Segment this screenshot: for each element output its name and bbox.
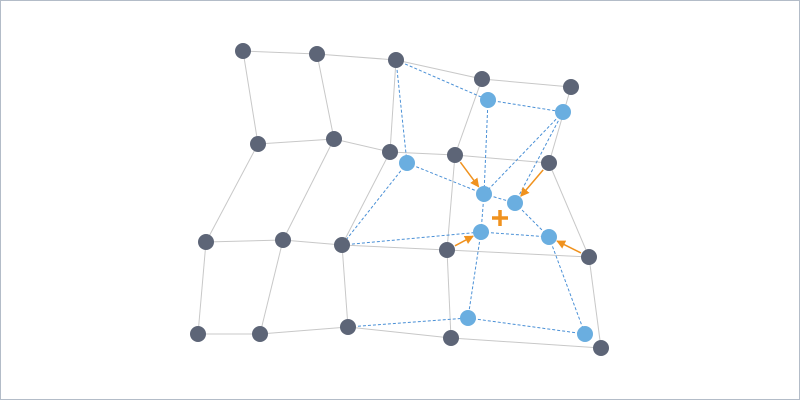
- original-edge: [454, 78, 483, 156]
- original-node-r3c1: [252, 326, 268, 342]
- deformed-node-d0c3: [480, 92, 496, 108]
- deformed-edge: [467, 317, 586, 335]
- original-node-r1c3: [447, 147, 463, 163]
- original-edge: [446, 154, 456, 251]
- original-edge: [454, 154, 550, 164]
- deformed-edge: [341, 231, 482, 246]
- original-node-r1c0: [250, 136, 266, 152]
- original-edge: [282, 138, 335, 241]
- original-mesh-nodes: [190, 43, 609, 356]
- deformed-node-d3c4: [577, 326, 593, 342]
- original-node-r2c3: [439, 242, 455, 258]
- original-edge: [282, 239, 343, 246]
- deformed-mesh-nodes: [399, 92, 593, 342]
- original-edge: [242, 50, 318, 55]
- original-edge: [450, 337, 602, 349]
- deformed-edge: [483, 99, 489, 195]
- original-node-r2c1: [275, 232, 291, 248]
- original-edge: [341, 244, 448, 251]
- original-edge: [347, 326, 452, 339]
- deformed-edge: [467, 231, 482, 319]
- deformed-edge: [395, 59, 489, 101]
- original-edge: [259, 326, 349, 335]
- displacement-arrow: [459, 161, 480, 188]
- deformed-edge: [487, 99, 564, 113]
- deformed-node-d0c4: [555, 104, 571, 120]
- original-edge: [316, 53, 397, 61]
- deformed-edge: [395, 59, 408, 164]
- original-edge: [395, 59, 483, 80]
- original-edge: [548, 162, 590, 258]
- deformed-edge: [347, 317, 469, 328]
- original-node-r0c0: [235, 43, 251, 59]
- deformed-node-d2c4: [541, 229, 557, 245]
- original-node-r2c4: [581, 249, 597, 265]
- displacement-arrow: [454, 235, 474, 247]
- deformed-edge: [480, 231, 550, 238]
- original-edge: [259, 239, 284, 335]
- original-node-r1c2: [382, 144, 398, 160]
- original-node-r0c3: [474, 71, 490, 87]
- original-edge: [205, 239, 284, 243]
- original-edge: [197, 241, 207, 335]
- original-edge: [481, 78, 572, 88]
- original-node-r0c1: [309, 46, 325, 62]
- original-node-r0c2: [388, 52, 404, 68]
- deformed-edge: [548, 236, 586, 335]
- plus-icon: [492, 210, 508, 226]
- center-marker: [492, 210, 508, 226]
- original-mesh-edges: [197, 50, 602, 349]
- original-edge: [341, 244, 349, 328]
- original-edge: [242, 50, 259, 145]
- original-node-r3c2: [340, 319, 356, 335]
- deformed-node-d1c3: [476, 186, 492, 202]
- deformed-node-d1c4: [507, 195, 523, 211]
- deformed-edge: [341, 162, 408, 246]
- displacement-arrow: [556, 240, 582, 254]
- deformed-node-d3c3: [460, 310, 476, 326]
- original-node-r1c4: [541, 155, 557, 171]
- original-edge: [257, 138, 335, 145]
- original-edge: [341, 151, 391, 246]
- original-edge: [389, 59, 397, 153]
- original-edge: [389, 151, 456, 156]
- deformed-mesh-edges: [341, 59, 586, 335]
- deformed-edge: [514, 202, 550, 238]
- deformed-edge: [514, 111, 564, 204]
- original-edge: [446, 249, 590, 258]
- original-node-r2c0: [198, 234, 214, 250]
- displacement-arrows: [454, 161, 582, 254]
- original-edge: [316, 53, 335, 140]
- original-node-r3c0: [190, 326, 206, 342]
- original-edge: [588, 256, 602, 349]
- original-edge: [333, 138, 391, 153]
- original-edge: [548, 86, 572, 164]
- displacement-arrow: [520, 169, 544, 197]
- original-node-r3c3: [443, 330, 459, 346]
- original-node-r0c4: [563, 79, 579, 95]
- original-node-r3c4: [593, 340, 609, 356]
- original-edge: [446, 249, 452, 339]
- deformed-node-d1c2: [399, 155, 415, 171]
- original-node-r2c2: [334, 237, 350, 253]
- original-edge: [205, 143, 259, 243]
- deformed-node-d2c3: [473, 224, 489, 240]
- original-node-r1c1: [326, 131, 342, 147]
- deformed-edge: [483, 111, 564, 195]
- deformed-edge: [406, 162, 485, 195]
